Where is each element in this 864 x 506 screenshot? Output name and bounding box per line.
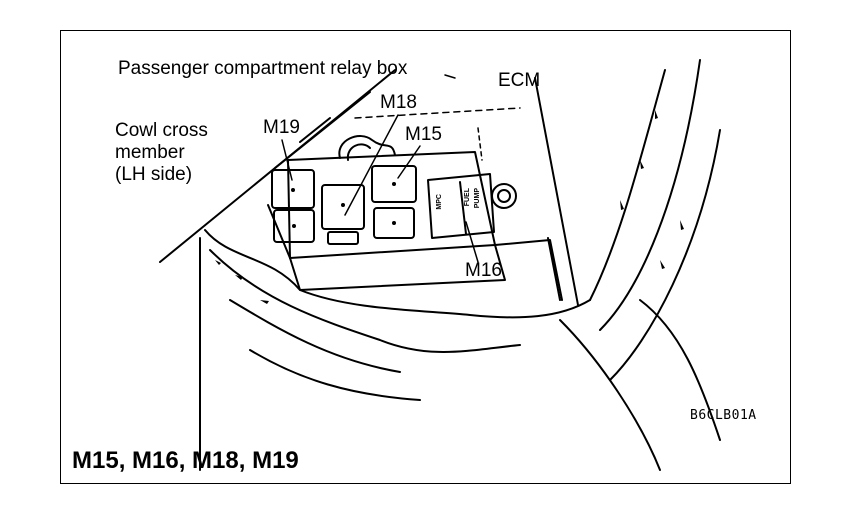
- shading-hatch: [620, 200, 624, 210]
- carpet-edge-3: [609, 129, 721, 381]
- leader-m15: [397, 145, 421, 179]
- label-m15: M15: [405, 124, 442, 145]
- relay-m15-upper: [371, 165, 417, 203]
- shading-hatch: [660, 260, 665, 269]
- component-text-mpc: MPC: [436, 194, 443, 210]
- cable-loop: [338, 135, 396, 159]
- cable-loop-2: [346, 143, 371, 161]
- relay-m18: [321, 184, 365, 230]
- relay-m19-lower: [273, 209, 315, 243]
- harness-curve-3: [249, 349, 421, 401]
- relay-pin: [392, 221, 396, 225]
- relay-box-side: [267, 204, 291, 259]
- relay-m19-upper: [271, 169, 315, 209]
- carpet-fold-2: [639, 299, 721, 441]
- label-ecm: ECM: [498, 70, 541, 91]
- relay-pin: [292, 224, 296, 228]
- leader-m19: [281, 139, 293, 181]
- label-relay-box: Passenger compartment relay box: [118, 58, 408, 79]
- label-m16: M16: [465, 260, 502, 281]
- cowl-member-edge-inner: [274, 91, 371, 169]
- carpet-edge: [589, 69, 666, 301]
- label-cowl-line1: Cowl cross: [115, 120, 208, 141]
- ecm-panel-edge: [534, 77, 579, 306]
- relay-m18-base: [327, 231, 359, 245]
- shading-hatch: [640, 160, 644, 169]
- figure-frame: [60, 30, 791, 484]
- carpet-edge-2: [599, 59, 701, 331]
- label-cowl-line3: (LH side): [115, 164, 193, 185]
- leader-m16: [465, 221, 479, 263]
- figure-code: B6CLB01A: [690, 408, 757, 423]
- label-m18: M18: [380, 92, 417, 113]
- dashed-guide-right: [477, 127, 483, 161]
- shading-hatch: [655, 110, 658, 119]
- label-m19: M19: [263, 117, 300, 138]
- relay-pin: [392, 182, 396, 186]
- harness-curve-1: [209, 249, 521, 353]
- cowl-member-back: [299, 117, 331, 143]
- relay-m16-strip: [459, 181, 467, 235]
- leader-m18: [344, 114, 399, 216]
- bolt-head: [491, 183, 517, 209]
- bolt-head-inner: [497, 189, 511, 203]
- component-text-fuel: FUEL: [464, 188, 471, 207]
- harness-curve-2: [229, 299, 401, 373]
- ecm-panel-edge-2: [547, 237, 561, 301]
- shading-hatch: [215, 260, 221, 265]
- relay-pin: [341, 203, 345, 207]
- relay-box-shelf: [494, 239, 563, 301]
- shading-hatch: [680, 220, 684, 230]
- harness-upper: [204, 229, 591, 319]
- label-cowl-line2: member: [115, 142, 185, 163]
- dashed-guide-top: [354, 107, 521, 119]
- relay-m15-lower: [373, 207, 415, 239]
- component-text-pump: PUMP: [474, 188, 481, 209]
- shading-hatch: [260, 300, 269, 304]
- relay-m16-block: [427, 173, 495, 239]
- carpet-fold: [559, 319, 661, 471]
- leader-relay-box: [444, 74, 456, 79]
- relay-box-bottom: [289, 244, 506, 291]
- relay-pin: [291, 188, 295, 192]
- shading-hatch: [235, 275, 243, 280]
- figure-caption: M15, M16, M18, M19: [72, 447, 299, 474]
